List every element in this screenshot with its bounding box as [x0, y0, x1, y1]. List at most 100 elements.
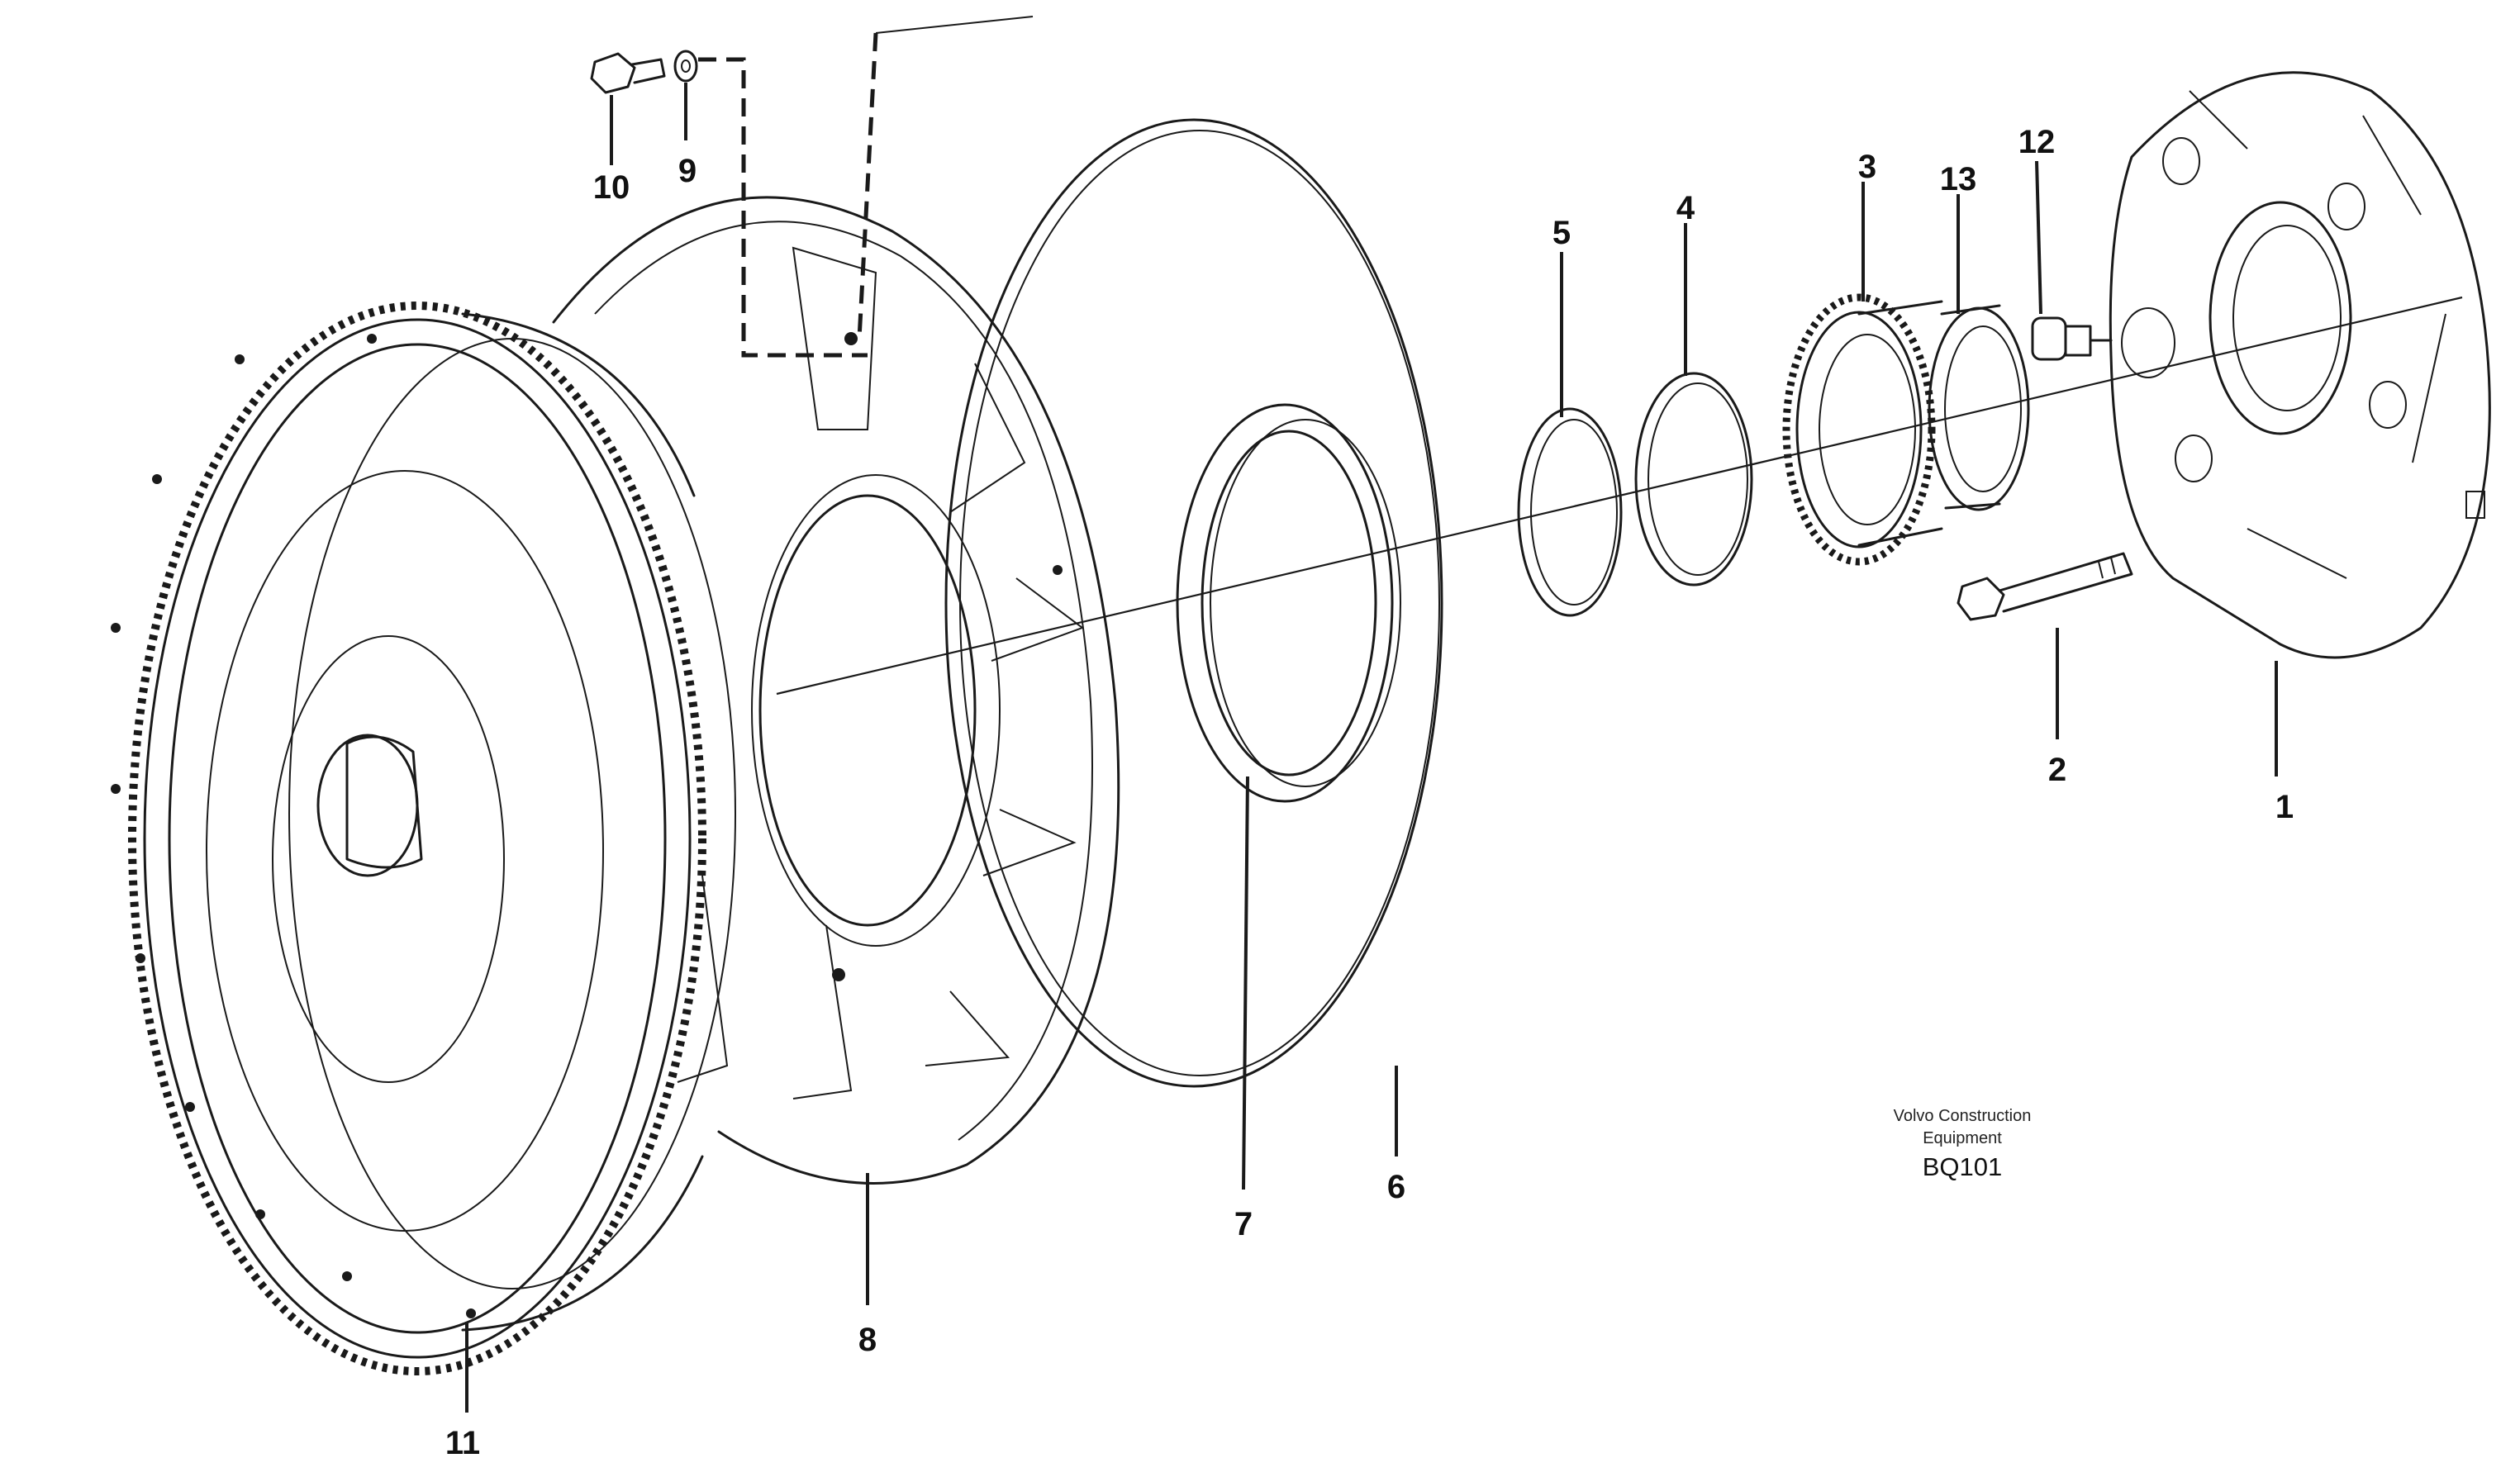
rim-top-edge	[461, 312, 696, 497]
part-label-13: 13	[1940, 161, 1977, 197]
leader-7	[1242, 776, 1249, 1190]
bushing-inner	[1944, 325, 2022, 492]
pump-ribs	[2189, 90, 2446, 579]
washer	[673, 50, 698, 83]
housing-bolt-hole	[1053, 565, 1063, 575]
part-label-3: 3	[1858, 149, 1876, 185]
housing-outer-shell	[552, 196, 1120, 1185]
housing-rib	[677, 875, 729, 1083]
caption-code: BQ101	[1923, 1152, 2003, 1181]
housing-opening-lip	[751, 474, 1001, 947]
pump-housing-outline	[2109, 71, 2491, 659]
gasket-inner-edge	[959, 130, 1440, 1076]
snap-ring	[1517, 407, 1623, 617]
bolt-hole	[152, 474, 162, 484]
screw-head	[590, 52, 636, 94]
bolt-hole	[111, 623, 121, 633]
housing-rib	[991, 577, 1085, 662]
flywheel-rim	[168, 343, 667, 1334]
alignment-dash	[698, 57, 868, 358]
pump-bolt-hole	[2327, 183, 2365, 230]
rim-bottom-edge	[461, 1155, 704, 1332]
housing-center-opening	[758, 494, 977, 927]
gear-bore	[1819, 334, 1916, 525]
bolt-head	[1957, 577, 2005, 621]
bolt-hole	[185, 1102, 195, 1112]
large-gasket	[944, 118, 1443, 1088]
snap-ring-inner	[1530, 419, 1618, 606]
bolt-hole	[235, 354, 245, 364]
plug-body	[2064, 325, 2092, 357]
pump-bolt-hole	[2175, 435, 2213, 482]
bolt-hole	[466, 1308, 476, 1318]
gasket-outer-edge	[944, 118, 1443, 1088]
seal-ring	[1176, 403, 1401, 803]
part-label-8: 8	[858, 1322, 877, 1358]
housing-rib	[792, 246, 877, 430]
part-label-1: 1	[2275, 789, 2294, 825]
converter-housing	[552, 196, 1120, 1185]
o-ring	[1634, 372, 1753, 587]
part-label-5: 5	[1552, 215, 1571, 251]
o-ring-outer	[1634, 372, 1753, 587]
part-label-9: 9	[678, 153, 697, 189]
seal-inner	[1201, 430, 1377, 776]
flywheel	[111, 302, 736, 1375]
housing-inner-shell	[594, 221, 1093, 1141]
screw-shank	[630, 58, 666, 84]
part-label-6: 6	[1387, 1169, 1405, 1205]
pump-housing	[2109, 71, 2491, 659]
gear-side	[1857, 300, 1943, 547]
o-ring-inner	[1648, 382, 1748, 576]
pump-gear	[1782, 293, 1943, 566]
gear-body	[1795, 311, 1923, 549]
plug-head	[2031, 316, 2067, 361]
snap-ring-outer	[1517, 407, 1623, 617]
pump-bore-outer	[2209, 201, 2352, 435]
part-label-4: 4	[1676, 190, 1695, 226]
bolt-hole	[111, 784, 121, 794]
alignment-dash	[857, 32, 878, 340]
bolt-hole	[367, 334, 377, 344]
pump-port	[2121, 307, 2175, 378]
flywheel-inner-circle	[206, 470, 604, 1232]
part-label-2: 2	[2048, 752, 2066, 788]
bushing	[1928, 304, 2030, 511]
leader-12	[2035, 160, 2042, 315]
alignment-tick	[875, 16, 1034, 34]
flywheel-hub-circle	[272, 635, 505, 1083]
housing-bolt-hole	[832, 968, 845, 981]
pump-bolt-hole	[2162, 137, 2200, 185]
pump-tab	[2465, 491, 2485, 519]
seal-back-edge	[1210, 419, 1401, 787]
bolt-hole	[136, 953, 145, 963]
bolt-hole	[342, 1271, 352, 1281]
bolt-hole	[255, 1209, 265, 1219]
ring-gear-teeth	[128, 302, 706, 1375]
washer-hole	[681, 59, 691, 73]
hub-boss	[345, 735, 423, 869]
part-label-10: 10	[593, 169, 630, 206]
bolt-shank	[1998, 552, 2133, 613]
bolt-thread	[2098, 557, 2116, 579]
part-label-12: 12	[2018, 124, 2056, 160]
caption-manufacturer-line2: Equipment	[1923, 1129, 2002, 1147]
ring-gear-outer	[143, 318, 692, 1359]
housing-rib	[792, 924, 853, 1099]
pump-bore-inner	[2232, 225, 2342, 411]
housing-rib	[982, 809, 1077, 876]
part-label-7: 7	[1234, 1206, 1253, 1242]
housing-rib	[925, 990, 1010, 1066]
screw-and-washer	[590, 50, 698, 94]
caption-manufacturer-line1: Volvo Construction	[1894, 1107, 2032, 1125]
plug	[2031, 316, 2113, 361]
seal-outer	[1176, 403, 1394, 803]
part-label-11: 11	[445, 1425, 480, 1461]
housing-bolt-hole	[844, 332, 858, 345]
flywheel-hub	[316, 734, 419, 877]
housing-rib	[949, 363, 1026, 513]
flywheel-back-edge	[288, 338, 736, 1289]
bolt	[1957, 552, 2133, 621]
